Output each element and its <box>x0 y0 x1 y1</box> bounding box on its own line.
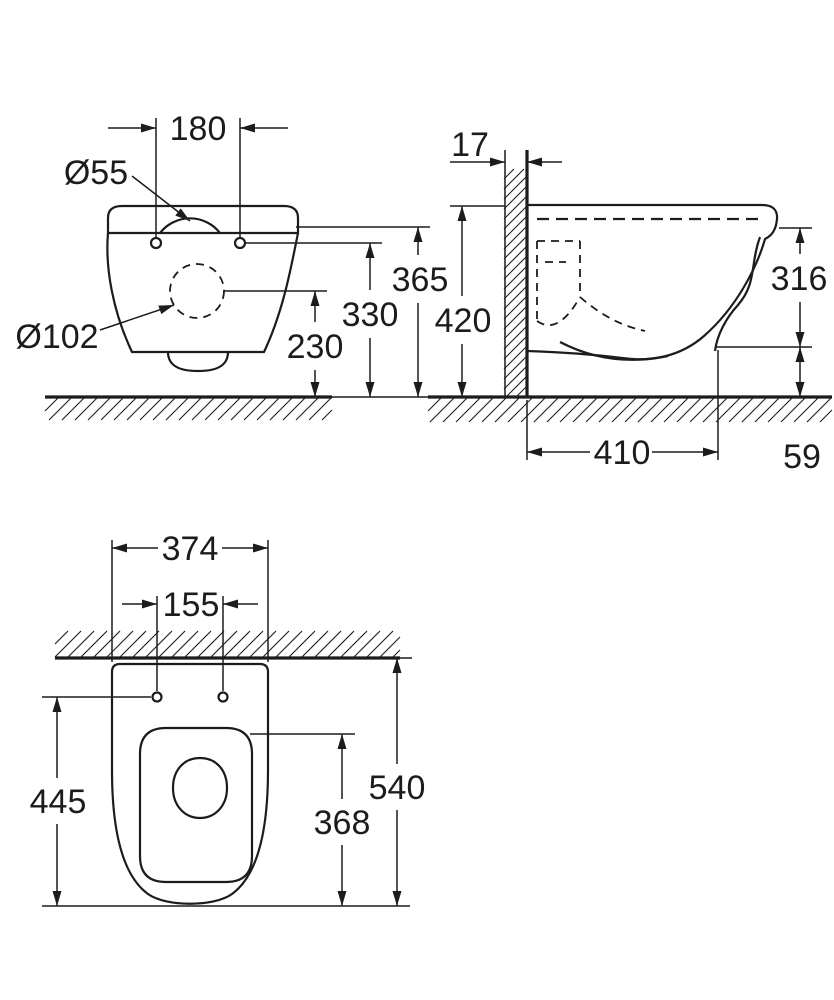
front-body <box>106 232 300 354</box>
side-profile <box>526 203 779 361</box>
plan-outline <box>110 662 270 905</box>
side-bowl-underside <box>559 341 669 361</box>
dim-label-155: 155 <box>163 586 220 624</box>
dim-label-368: 368 <box>314 804 371 842</box>
section-hatching <box>44 168 833 659</box>
dim-label-180: 180 <box>170 110 227 148</box>
side-view: 17 420 316 410 59 <box>428 126 832 476</box>
front-fixing-hole-left <box>149 236 163 250</box>
dim-label-d55: Ø55 <box>64 154 128 192</box>
front-outlet-circle <box>169 263 225 319</box>
front-view: 180 Ø55 Ø102 365 330 230 <box>15 110 449 399</box>
plan-fixing-hole-left <box>151 691 163 703</box>
front-tank-lid <box>106 204 300 235</box>
front-outlet-spigot <box>166 351 230 373</box>
plan-seat-opening <box>138 726 254 884</box>
dimension-arrowheads <box>52 123 805 906</box>
side-inner-bowl-front <box>713 236 762 352</box>
dim-label-374: 374 <box>162 530 219 568</box>
dim-label-316: 316 <box>771 260 828 298</box>
dim-label-17: 17 <box>451 126 489 164</box>
front-fixing-hole-right <box>233 236 247 250</box>
plan-view: 374 155 445 368 540 <box>30 530 426 907</box>
dim-label-365: 365 <box>392 261 449 299</box>
front-flush-hole-arc <box>159 217 221 234</box>
dim-label-d102: Ø102 <box>15 318 98 356</box>
dim-label-410: 410 <box>594 434 651 472</box>
plan-fixing-hole-right <box>217 691 229 703</box>
dim-label-230: 230 <box>287 328 344 366</box>
dim-label-330: 330 <box>342 296 399 334</box>
side-trapway-dashed <box>536 240 646 332</box>
dim-label-540: 540 <box>369 769 426 807</box>
front-dimension-lines <box>99 118 430 398</box>
plan-dimension-lines <box>42 540 410 907</box>
dim-label-420: 420 <box>435 302 492 340</box>
dim-label-59: 59 <box>783 438 821 476</box>
plan-trap-opening <box>171 756 229 820</box>
dim-label-445: 445 <box>30 783 87 821</box>
